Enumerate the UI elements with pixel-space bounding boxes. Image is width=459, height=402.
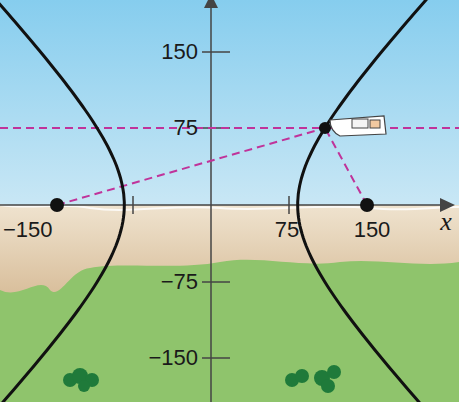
bushes (63, 365, 341, 393)
hyperbola-branch (298, 0, 435, 402)
axis-arrow (204, 0, 218, 8)
land (0, 205, 459, 402)
tick-label: 75 (275, 219, 299, 241)
tick-label: 150 (161, 41, 198, 63)
boat-point (319, 122, 331, 134)
sky (0, 0, 459, 206)
focus-point (360, 198, 374, 212)
focus-point (50, 198, 64, 212)
tick-label: −75 (161, 271, 198, 293)
beach (0, 205, 459, 292)
tick-label: −150 (148, 347, 198, 369)
hyperbola (0, 0, 435, 402)
boat (330, 116, 386, 136)
tick-label: 150 (354, 219, 391, 241)
axis-name: x (440, 209, 452, 235)
tick-label: −150 (3, 219, 53, 241)
dashed-lines (0, 128, 459, 205)
hyperbola-branch (0, 0, 124, 402)
tick-label: 75 (174, 117, 198, 139)
surf (0, 205, 459, 210)
